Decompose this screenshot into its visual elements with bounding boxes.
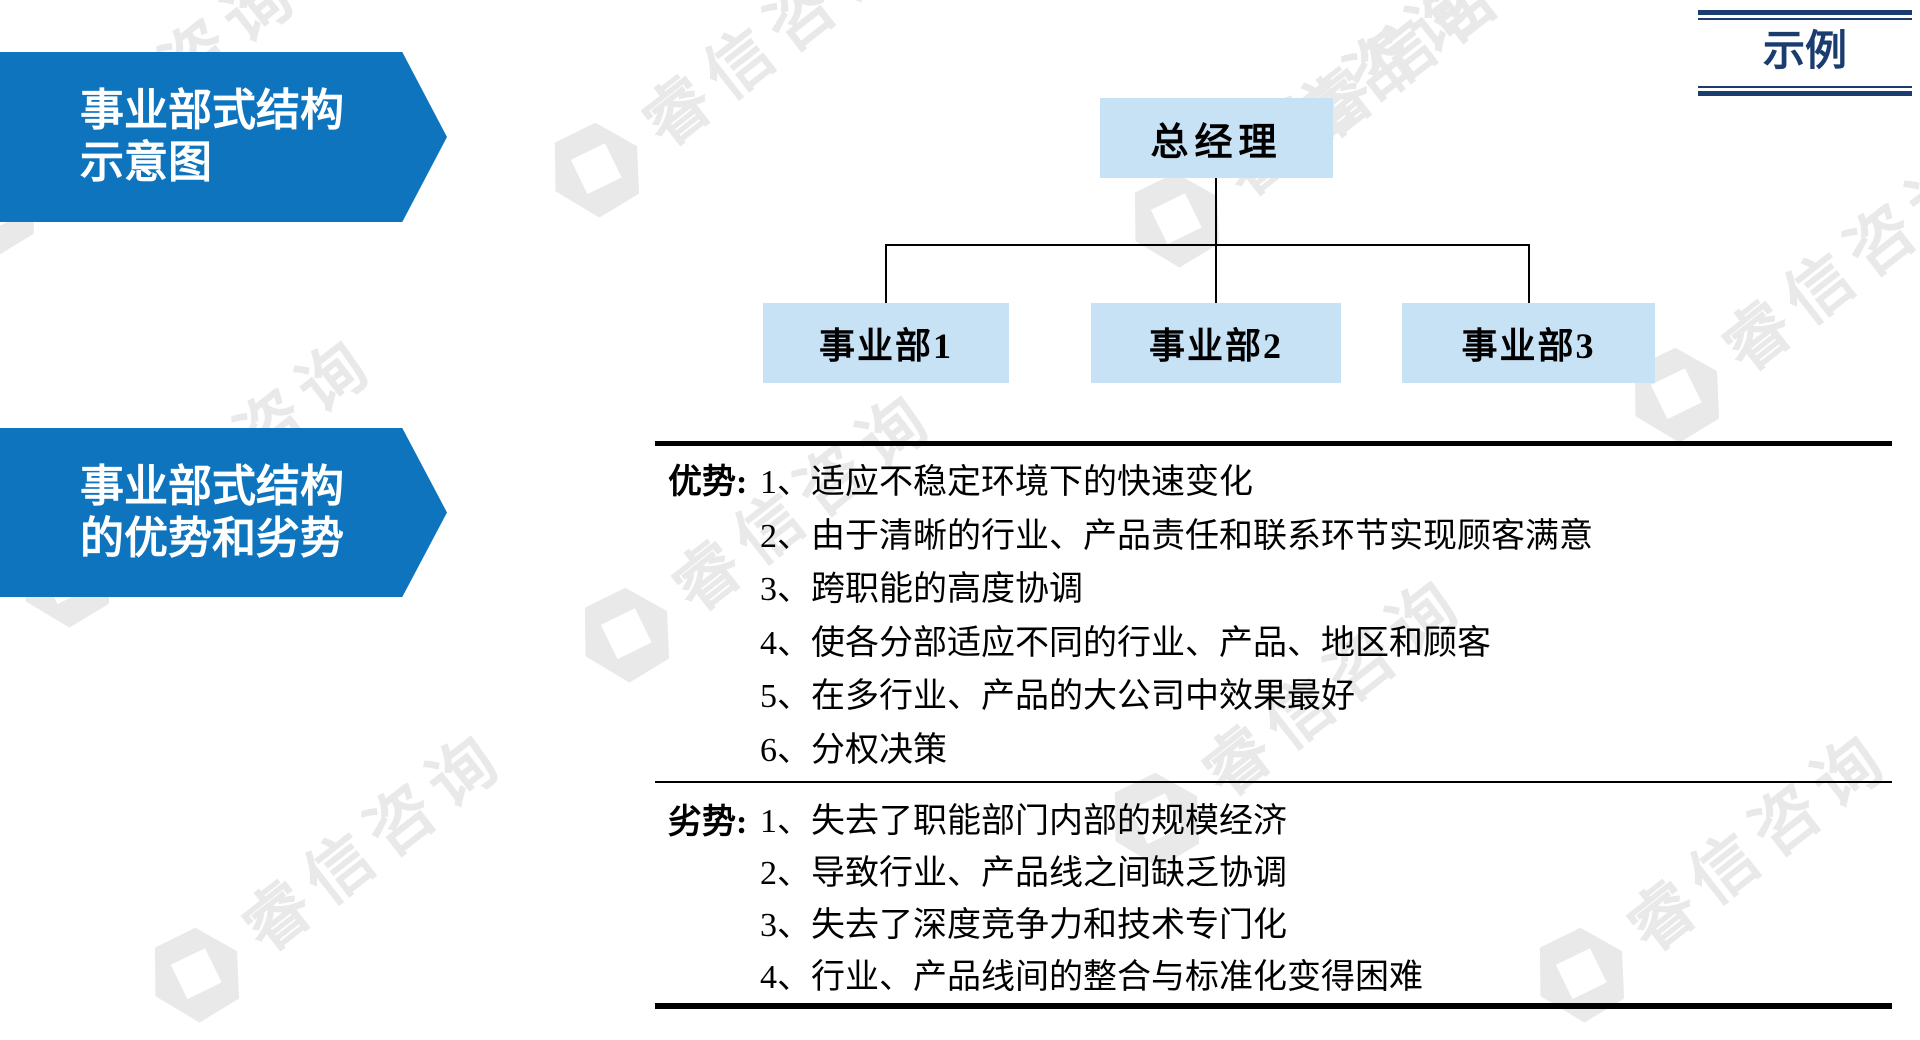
- watermark-text: 睿信咨询: [229, 717, 521, 967]
- divider-line: [1698, 85, 1912, 88]
- watermark: 睿信咨询: [1610, 123, 1920, 460]
- connector-line: [1528, 246, 1530, 303]
- divider-line-thick: [655, 441, 1892, 446]
- disadvantage-item: 1、失去了职能部门内部的规模经济: [760, 803, 1287, 840]
- divider-line-thick: [655, 1003, 1892, 1009]
- watermark: 睿信咨询: [130, 703, 523, 1040]
- advantages-section: 优势: 1、适应不稳定环境下的快速变化 2、由于清晰的行业、产品责任和联系环节实…: [668, 456, 1593, 777]
- divider-line: [1698, 90, 1912, 96]
- org-division-box-2: 事业部2: [1091, 303, 1341, 383]
- connector-line: [885, 244, 1530, 246]
- watermark-text: 睿信咨询: [1709, 137, 1920, 387]
- connector-line: [1215, 246, 1217, 303]
- divider-line: [1698, 10, 1912, 15]
- example-badge-label: 示例: [1762, 29, 1847, 75]
- brand-cube-icon: [1517, 909, 1646, 1038]
- divider-line: [1698, 18, 1912, 20]
- advantages-list: 1、适应不稳定环境下的快速变化 2、由于清晰的行业、产品责任和联系环节实现顾客满…: [760, 456, 1593, 777]
- disadvantage-item: 3、失去了深度竞争力和技术专门化: [760, 907, 1287, 944]
- advantage-item: 2、由于清晰的行业、产品责任和联系环节实现顾客满意: [760, 517, 1593, 555]
- watermark-text: 睿信咨询: [1614, 717, 1906, 967]
- divider-line-thin: [655, 781, 1892, 783]
- connector-line: [885, 246, 887, 303]
- banner-structure-diagram: 事业部式结构 示意图: [0, 52, 447, 222]
- advantage-item: 3、跨职能的高度协调: [760, 571, 1083, 608]
- example-badge: 示例: [1698, 10, 1912, 96]
- banner-pros-cons: 事业部式结构 的优势和劣势: [0, 428, 447, 597]
- advantage-item: 5、在多行业、产品的大公司中效果最好: [760, 678, 1355, 715]
- advantage-item: 6、分权决策: [760, 731, 947, 769]
- disadvantage-item: 4、行业、产品线间的整合与标准化变得困难: [760, 959, 1423, 996]
- disadvantage-item: 2、导致行业、产品线之间缺乏协调: [760, 855, 1287, 892]
- advantages-label: 优势:: [668, 464, 748, 501]
- banner-line: 事业部式结构: [80, 86, 344, 135]
- banner-line: 的优势和劣势: [80, 513, 344, 563]
- advantage-item: 1、适应不稳定环境下的快速变化: [760, 464, 1253, 501]
- watermark: 睿信咨询: [530, 0, 923, 235]
- brand-cube-icon: [532, 104, 661, 233]
- disadvantages-section: 劣势: 1、失去了职能部门内部的规模经济 2、导致行业、产品线之间缺乏协调 3、…: [668, 796, 1423, 1004]
- org-division-box-3: 事业部3: [1402, 303, 1655, 383]
- brand-cube-icon: [132, 909, 261, 1038]
- banner-line: 示意图: [80, 138, 212, 187]
- watermark-text: 睿信咨询: [629, 0, 921, 162]
- org-root-box: 总经理: [1100, 98, 1333, 178]
- disadvantages-label: 劣势:: [668, 804, 748, 841]
- disadvantages-list: 1、失去了职能部门内部的规模经济 2、导致行业、产品线之间缺乏协调 3、失去了深…: [760, 796, 1423, 1004]
- org-division-box-1: 事业部1: [763, 303, 1009, 383]
- banner-line: 事业部式结构: [80, 461, 344, 511]
- connector-line: [1215, 178, 1217, 245]
- advantage-item: 4、使各分部适应不同的行业、产品、地区和顾客: [760, 624, 1491, 662]
